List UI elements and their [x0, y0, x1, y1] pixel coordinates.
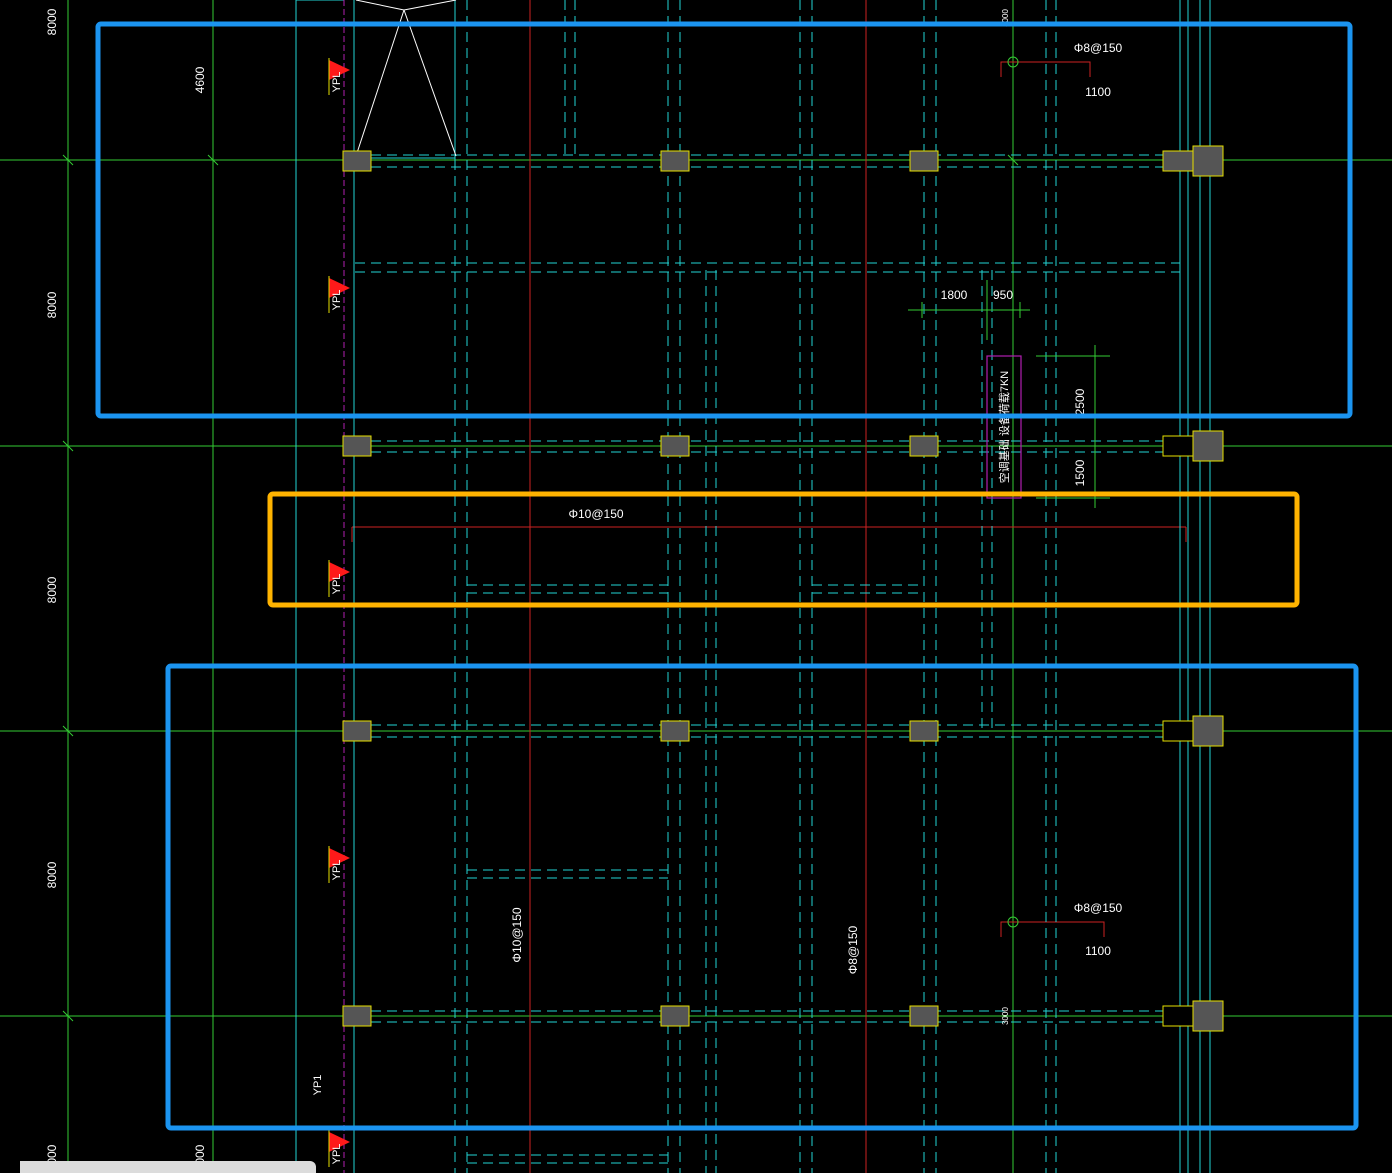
- dim-3000-bottom: 3000: [1001, 1007, 1010, 1025]
- red-flag-icon: [328, 846, 350, 883]
- dim-950: 950: [993, 288, 1013, 302]
- rebar-top-right: Φ8@150: [1074, 41, 1123, 55]
- highlight-box-top: [95, 21, 1353, 419]
- red-flag-icon: [328, 560, 350, 597]
- dim-1800: 1800: [941, 288, 968, 302]
- rebar-bottom-right-len: 1100: [1085, 944, 1111, 958]
- equipment-label: 空调基础 设备荷载7KN: [997, 371, 1011, 484]
- red-flag-icon: [328, 1130, 350, 1167]
- axis-dim-4: 8000: [45, 861, 59, 888]
- annotations: 8000 8000 8000 8000 8000 4000 4600 YPL Y…: [45, 8, 1123, 1171]
- dim-2500: 2500: [1073, 388, 1087, 415]
- dim-3000-top: 3000: [1001, 9, 1010, 27]
- rebar-top-right-len: 1100: [1085, 85, 1111, 99]
- axis-dim-1: 8000: [45, 8, 59, 35]
- axis-dim-3: 8000: [45, 576, 59, 603]
- dim-1500: 1500: [1073, 459, 1087, 486]
- axis-dim-2: 8000: [45, 291, 59, 318]
- rebar-bottom-mid: Φ8@150: [846, 925, 860, 974]
- rebar-bottom-right: Φ8@150: [1074, 901, 1123, 915]
- beam-solid-lines: [295, 0, 1211, 1173]
- marker-label: YPL: [331, 290, 343, 311]
- yp1-label: YP1: [312, 1075, 324, 1096]
- square-column-icon: [342, 145, 1224, 1032]
- beam-dashed-lines: [355, 0, 1181, 1173]
- rebar-orange-span: Φ10@150: [568, 507, 623, 521]
- columns: [342, 145, 1224, 1032]
- red-flag-icon: [328, 58, 350, 95]
- marker-label: YPL: [331, 574, 343, 595]
- highlight-box-middle: [267, 491, 1300, 608]
- equipment-foundation-box[interactable]: [986, 355, 1022, 499]
- red-flag-icon: [328, 276, 350, 313]
- rebar-node-icon: [1007, 56, 1019, 68]
- dimension-lines: [908, 280, 1110, 508]
- highlight-box-bottom: [165, 663, 1359, 1131]
- rebar-node-icon: [1007, 916, 1019, 928]
- marker-label: YPL: [331, 72, 343, 93]
- marker-label: YPL: [331, 1144, 343, 1165]
- rebar-lines: [351, 0, 1187, 1173]
- markers[interactable]: [328, 58, 350, 1167]
- horizontal-scrollbar[interactable]: [20, 1161, 316, 1173]
- top-dim: 4600: [193, 66, 207, 93]
- opening-cross: [355, 0, 457, 157]
- rebar-bottom-left: Φ10@150: [510, 907, 524, 962]
- marker-label: YPL: [331, 860, 343, 881]
